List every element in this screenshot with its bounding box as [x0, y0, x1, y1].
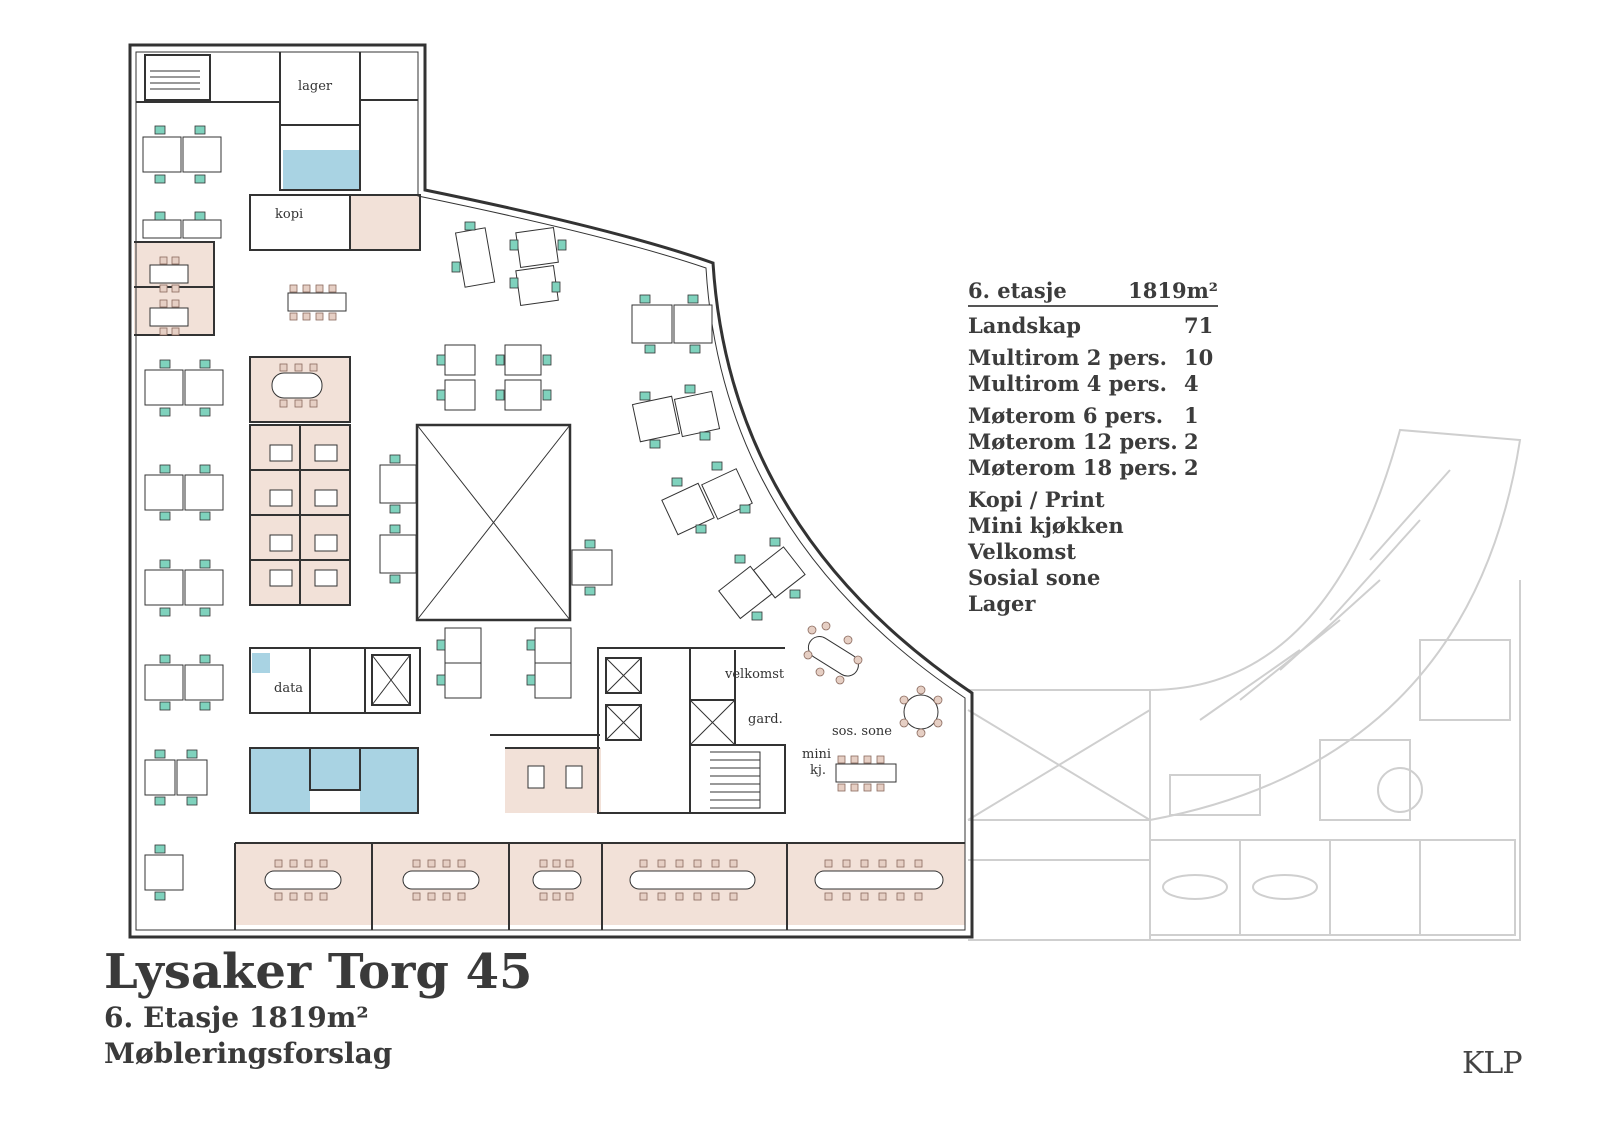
walls — [128, 43, 974, 939]
legend-count — [1184, 513, 1218, 539]
legend-row: Mini kjøkken — [968, 513, 1218, 539]
legend-count: 10 — [1184, 345, 1214, 370]
legend-label: Kopi / Print — [968, 487, 1105, 512]
legend-count: 71 — [1184, 313, 1214, 338]
legend-count — [1184, 591, 1218, 617]
room-label-lager: lager — [298, 79, 333, 94]
room-label-mini: mini — [802, 747, 831, 762]
legend-count: 2 — [1184, 429, 1199, 454]
legend-area: 1819m² — [1128, 278, 1218, 303]
legend-label: Møterom 6 pers. — [968, 403, 1164, 428]
legend-label: Velkomst — [968, 539, 1077, 564]
legend-label: Mini kjøkken — [968, 513, 1124, 538]
legend-count — [1184, 565, 1218, 591]
legend-label: Lager — [968, 591, 1036, 616]
legend-count: 2 — [1184, 455, 1199, 480]
legend-label: Multirom 4 pers. — [968, 371, 1167, 396]
page-subtitle: 6. Etasje 1819m² — [104, 1001, 369, 1034]
title-block: Lysaker Torg 45 6. Etasje 1819m² Møbleri… — [104, 944, 532, 1072]
room-label-kj: kj. — [810, 763, 826, 778]
legend-label: Landskap — [968, 313, 1081, 338]
klp-logo: KLP — [1462, 1046, 1523, 1081]
legend-row: Kopi / Print — [968, 487, 1218, 513]
area-legend: 6. etasje 1819m² Landskap 71 Multirom 2 p… — [968, 278, 1218, 617]
legend-label: Møterom 18 pers. — [968, 455, 1178, 480]
legend-row: Sosial sone — [968, 565, 1218, 591]
legend-row: Multirom 4 pers. 4 — [968, 371, 1218, 397]
legend-header: 6. etasje 1819m² — [968, 278, 1218, 307]
legend-row: Landskap 71 — [968, 313, 1218, 339]
legend-row: Møterom 18 pers.2 — [968, 455, 1218, 481]
legend-row: Velkomst — [968, 539, 1218, 565]
adjacent-building-ghost — [967, 428, 1522, 941]
legend-count: 1 — [1184, 403, 1199, 428]
legend-count — [1184, 487, 1218, 513]
room-label-velkomst: velkomst — [724, 667, 785, 682]
legend-row: Møterom 6 pers. 1 — [968, 403, 1218, 429]
room-label-data: data — [274, 681, 303, 696]
room-label-sos-sone: sos. sone — [832, 724, 892, 739]
legend-row: Lager — [968, 591, 1218, 617]
legend-count: 4 — [1184, 371, 1199, 396]
legend-label: Multirom 2 pers. — [968, 345, 1167, 370]
legend-row: Multirom 2 pers. 10 — [968, 345, 1218, 371]
chairs-green — [154, 125, 801, 901]
legend-floor: 6. etasje — [968, 278, 1067, 303]
legend-row: Møterom 12 pers.2 — [968, 429, 1218, 455]
legend-count — [1184, 539, 1218, 565]
legend-label: Sosial sone — [968, 565, 1101, 590]
room-label-gard: gard. — [748, 712, 783, 727]
room-label-kopi: kopi — [275, 207, 303, 222]
legend-label: Møterom 12 pers. — [968, 429, 1178, 454]
page-title: Lysaker Torg 45 — [104, 944, 533, 1000]
desks — [142, 136, 944, 891]
page-subtitle-2: Møbleringsforslag — [104, 1037, 393, 1070]
chairs-brown — [159, 256, 943, 901]
room-labels: lager kopi data velkomst gard. sos. sone… — [274, 79, 892, 778]
